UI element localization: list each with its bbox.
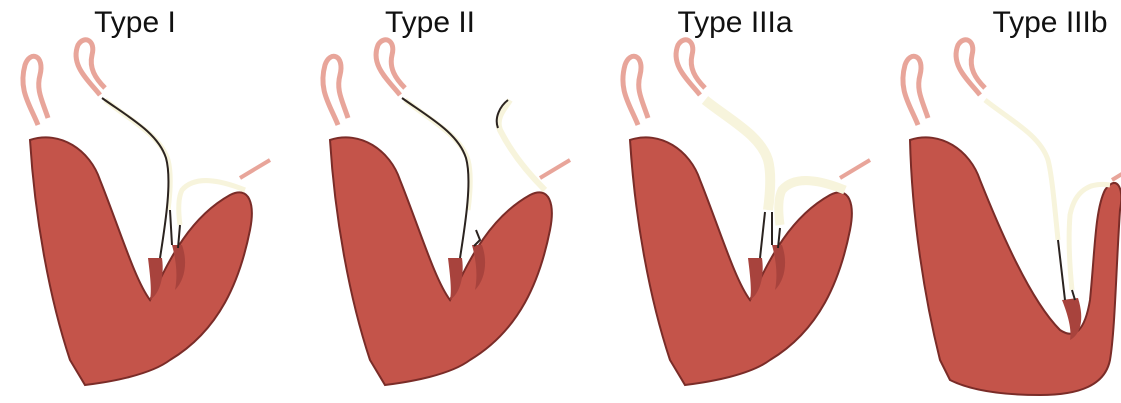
vessel-right — [676, 40, 705, 95]
heart-diagram-type-3a — [600, 0, 880, 403]
heart-diagram-type-3b — [880, 0, 1121, 403]
anterior-leaflet — [105, 100, 170, 210]
prolapsed-leaflet — [499, 100, 545, 190]
vessel-left — [623, 56, 648, 125]
thickened-anterior-leaflet — [705, 100, 770, 210]
vessel-left — [323, 56, 348, 125]
anterior-leaflet — [405, 100, 470, 210]
ventricle-wall — [330, 137, 552, 385]
vessel-right — [376, 40, 405, 95]
annulus — [240, 160, 270, 178]
annulus — [840, 160, 870, 178]
panel-type-2: Type II — [300, 0, 580, 403]
heart-diagram-type-1 — [0, 0, 280, 403]
vessel-right — [956, 40, 985, 95]
vessel-left — [903, 56, 928, 125]
panel-type-3a: Type IIIa — [600, 0, 880, 403]
panel-type-1: Type I — [0, 0, 280, 403]
ventricle-wall — [30, 137, 252, 385]
annulus — [1112, 160, 1121, 180]
vessel-right — [76, 40, 105, 95]
ventricle-wall — [630, 137, 852, 385]
vessel-left — [23, 56, 48, 125]
annulus — [540, 160, 570, 178]
dilated-ventricle-wall — [910, 137, 1121, 395]
panel-type-3b: Type IIIb — [880, 0, 1121, 403]
heart-diagram-type-2 — [300, 0, 580, 403]
